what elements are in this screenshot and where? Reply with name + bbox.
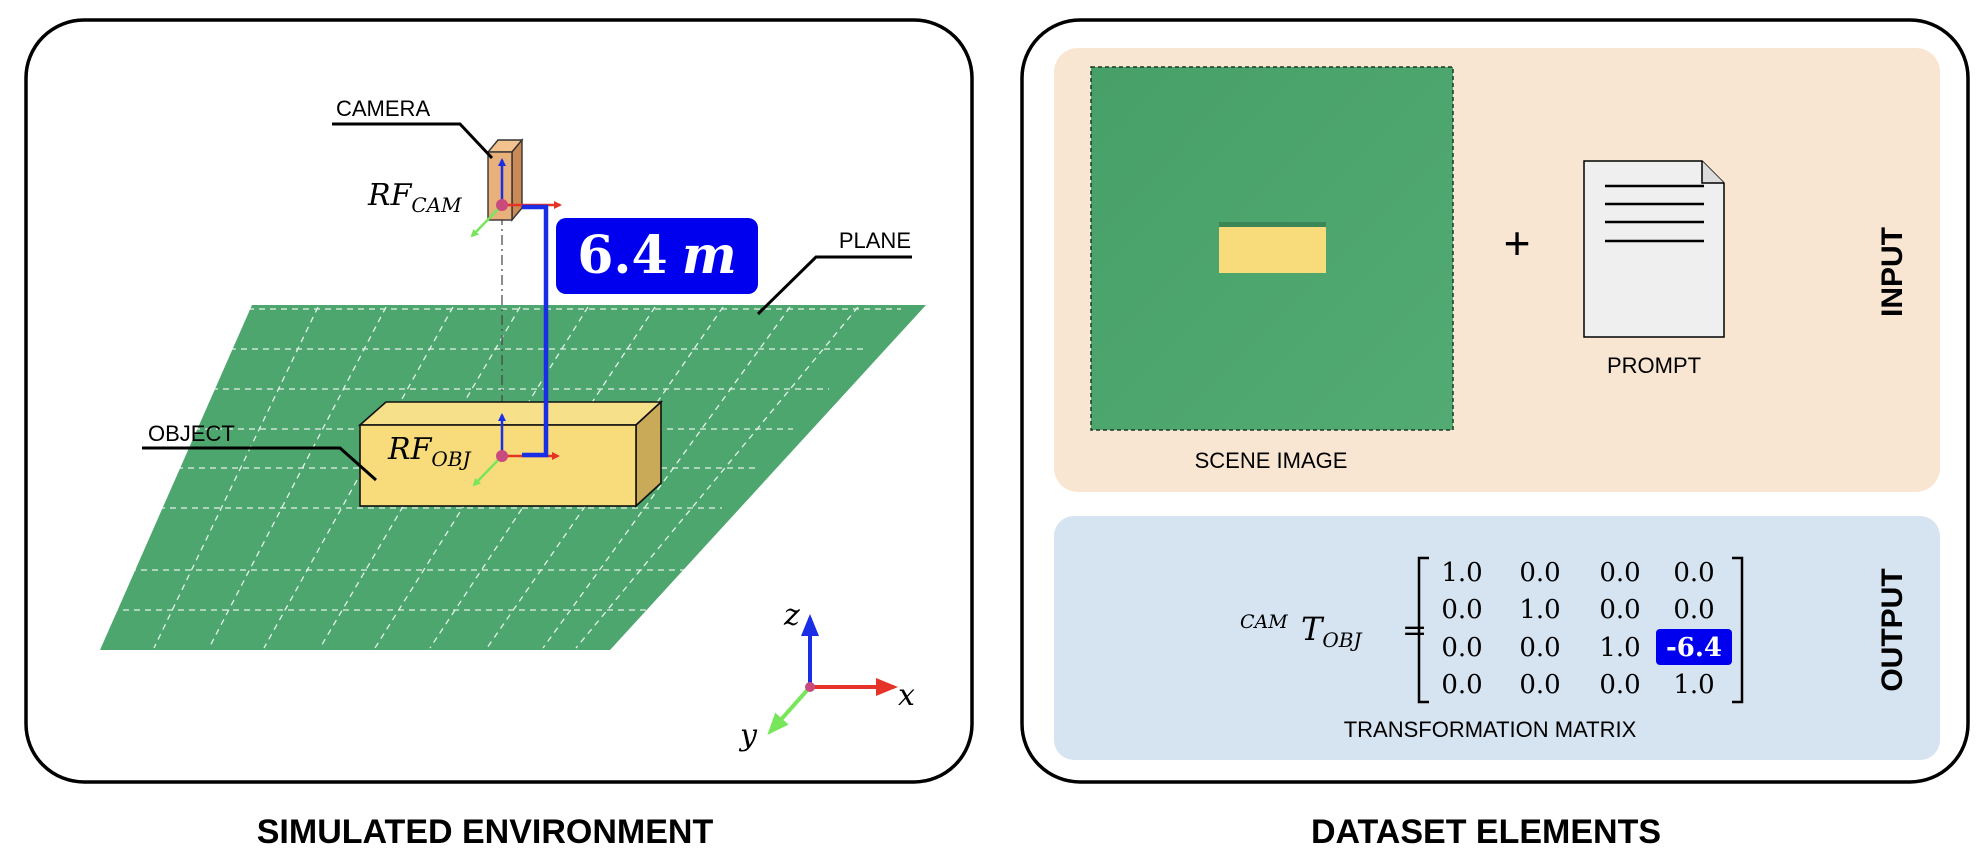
- equation-equals: =: [1402, 613, 1427, 648]
- world-axes: x z y: [738, 598, 915, 753]
- object-callout: OBJECT: [142, 421, 377, 482]
- object-top-face: [357, 401, 664, 426]
- matrix-cell: 1.0: [1441, 558, 1482, 588]
- matrix-cell: 1.0: [1519, 595, 1560, 625]
- world-y-axis: [767, 685, 812, 735]
- prompt-document-icon: [1583, 160, 1725, 338]
- matrix-highlight: [1656, 629, 1732, 665]
- matrix-cell: 1.0: [1673, 670, 1714, 700]
- world-y-label: y: [738, 718, 758, 753]
- world-z-label: z: [783, 598, 800, 633]
- matrix-left-bracket: [1417, 556, 1429, 704]
- object-y-axis: [472, 455, 503, 487]
- output-section: CAM TOBJ = 1.0 0.0 0.0 0.0 0.0 1.0 0.0 0…: [1054, 516, 1940, 760]
- distance-bracket: [522, 204, 549, 458]
- matrix-cell: 0.0: [1441, 670, 1482, 700]
- matrix-cell: 0.0: [1599, 670, 1640, 700]
- camera-frame-label: RFCAM: [367, 178, 462, 217]
- camera-y-axis: [470, 204, 503, 238]
- object-front-face: [359, 424, 637, 507]
- output-label: OUTPUT: [1876, 568, 1909, 691]
- transform-equation: CAM TOBJ =: [1240, 610, 1427, 652]
- camera-frame: [470, 158, 562, 238]
- matrix-cell: 0.0: [1599, 595, 1640, 625]
- right-caption: DATASET ELEMENTS: [1311, 813, 1661, 848]
- matrix-cell: 0.0: [1519, 558, 1560, 588]
- matrix-cell: 0.0: [1599, 558, 1640, 588]
- matrix-cell: 0.0: [1441, 595, 1482, 625]
- plane-callout: PLANE: [756, 228, 912, 316]
- scene-image-label: SCENE IMAGE: [1195, 448, 1348, 473]
- input-section: SCENE IMAGE + PROMPT INPUT: [1054, 48, 1940, 492]
- world-x-label: x: [898, 678, 915, 713]
- plane-label: PLANE: [839, 228, 911, 253]
- matrix-cell: 0.0: [1519, 633, 1560, 663]
- matrix-cell: 0.0: [1673, 558, 1714, 588]
- camera-origin: [496, 199, 508, 211]
- matrix-cell-highlighted: -6.4: [1666, 633, 1722, 663]
- matrix-cell: 0.0: [1519, 670, 1560, 700]
- dataset-elements-panel: SCENE IMAGE + PROMPT INPUT CAM TOBJ: [1020, 18, 1970, 784]
- camera-label: CAMERA: [336, 96, 430, 121]
- object-frame-label: RFOBJ: [387, 432, 472, 471]
- object-label: OBJECT: [148, 421, 235, 446]
- matrix-cell: 0.0: [1441, 633, 1482, 663]
- left-caption: SIMULATED ENVIRONMENT: [257, 813, 714, 848]
- equation-superscript: CAM: [1240, 611, 1288, 633]
- distance-badge-bg: [556, 218, 758, 294]
- object-origin: [496, 450, 508, 462]
- plus-sign: +: [1504, 217, 1531, 269]
- matrix-cell: 1.0: [1599, 633, 1640, 663]
- matrix-cells: 1.0 0.0 0.0 0.0 0.0 1.0 0.0 0.0 0.0 0.0 …: [1441, 558, 1722, 700]
- prompt-label: PROMPT: [1607, 353, 1701, 378]
- scene-object: [1219, 227, 1326, 273]
- matrix-right-bracket: [1732, 556, 1744, 704]
- matrix-cell: 0.0: [1673, 595, 1714, 625]
- matrix-label: TRANSFORMATION MATRIX: [1344, 717, 1637, 742]
- equation-symbol: TOBJ: [1301, 610, 1362, 652]
- object-box: [357, 400, 664, 508]
- input-label: INPUT: [1876, 227, 1909, 317]
- camera-callout: CAMERA: [332, 96, 494, 160]
- output-bg: [1054, 516, 1940, 760]
